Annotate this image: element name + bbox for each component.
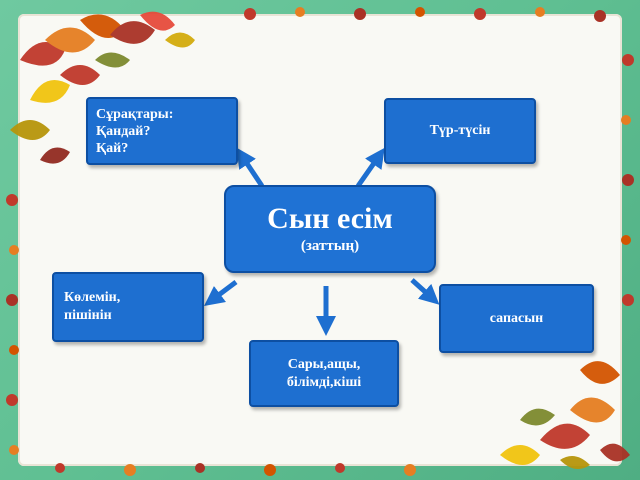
arrow-to-questions xyxy=(236,147,265,188)
arrow-to-quality xyxy=(410,278,440,305)
examples-box: Сары,ащы, білімді,кіші xyxy=(249,340,399,407)
size-shape-box: Көлемін, пішінін xyxy=(52,272,204,342)
size-line-2: пішінін xyxy=(64,308,112,323)
quality-label: сапасын xyxy=(489,310,544,326)
color-box: Түр-түсін xyxy=(384,98,536,164)
arrow-to-color xyxy=(355,147,385,188)
questions-line-3: Қай? xyxy=(96,140,129,156)
central-title: Сын есім xyxy=(267,202,393,235)
questions-line-1: Сұрақтары: xyxy=(96,106,174,122)
size-line-1: Көлемін, xyxy=(64,290,121,305)
quality-box: сапасын xyxy=(439,284,594,353)
arrow-to-size xyxy=(204,280,238,306)
examples-line-1: Сары,ащы, xyxy=(287,356,361,372)
questions-box: Сұрақтары: Қандай? Қай? xyxy=(86,97,238,165)
central-concept-box: Сын есім (заттың) xyxy=(224,185,436,273)
central-subtitle: (заттың) xyxy=(300,238,360,254)
color-label: Түр-түсін xyxy=(429,123,491,138)
examples-line-2: білімді,кіші xyxy=(286,374,362,390)
questions-line-2: Қандай? xyxy=(96,123,151,139)
